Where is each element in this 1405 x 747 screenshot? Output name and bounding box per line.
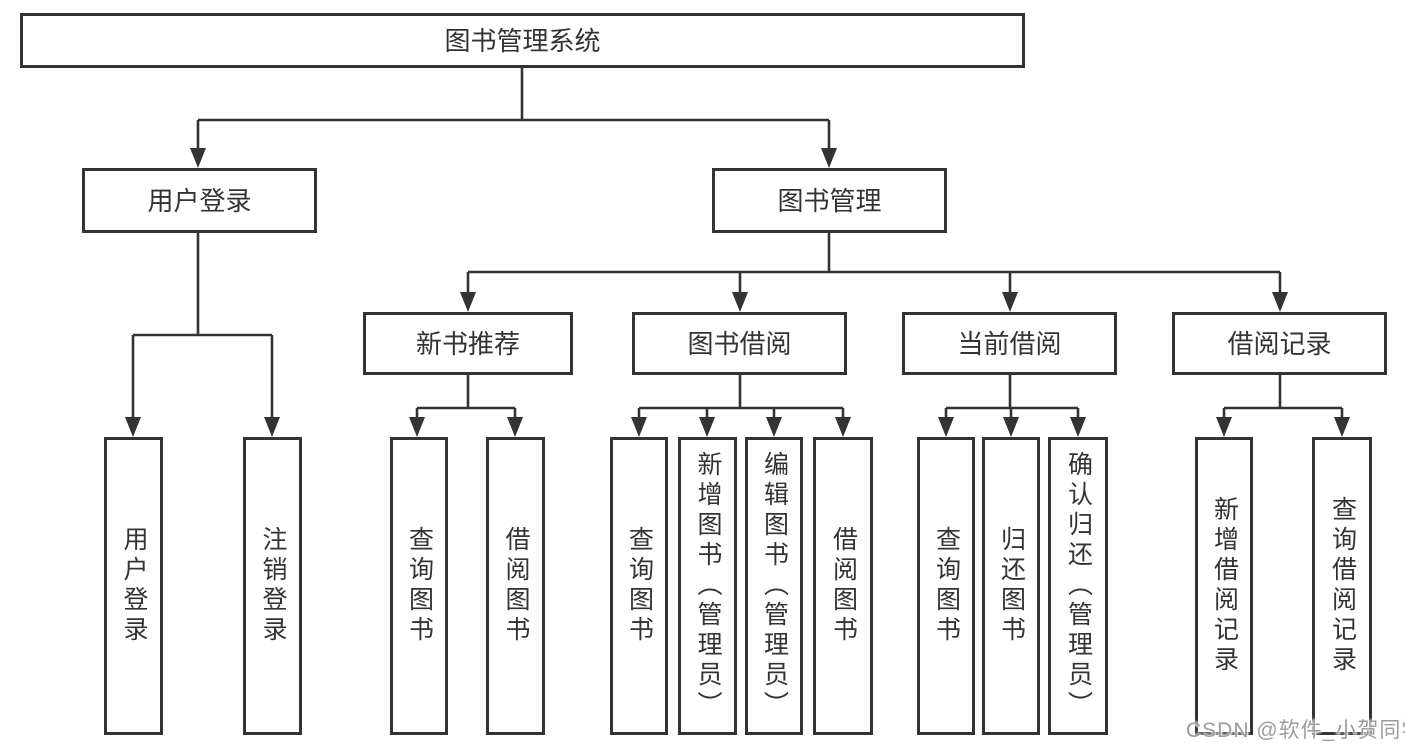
- leaf-cb-query-book: 查询图书: [917, 437, 975, 735]
- leaf-cb-confirm-return-admin-label: 确认归还（管理员）: [1064, 451, 1093, 721]
- csdn-watermark: CSDN @软件_小贺同学: [1186, 719, 1405, 742]
- leaf-cb-query-book-label: 查询图书: [932, 526, 961, 646]
- leaf-br-add-record: 新增借阅记录: [1195, 437, 1253, 735]
- node-book-borrow: 图书借阅: [632, 312, 847, 375]
- leaf-bb-edit-book-admin-label: 编辑图书（管理员）: [760, 451, 789, 721]
- leaf-rec-query-book-label: 查询图书: [405, 526, 434, 646]
- leaf-user-login: 用户登录: [104, 437, 163, 735]
- leaf-cb-return-book-label: 归还图书: [997, 526, 1026, 646]
- arrowheads: [125, 148, 1350, 437]
- node-book-borrow-label: 图书借阅: [687, 328, 792, 359]
- leaf-rec-borrow-book: 借阅图书: [486, 437, 545, 735]
- node-book-management-label: 图书管理: [777, 185, 882, 216]
- node-current-borrow-label: 当前借阅: [957, 328, 1062, 359]
- leaf-user-login-label: 用户登录: [120, 526, 148, 646]
- leaf-rec-borrow-book-label: 借阅图书: [502, 526, 530, 646]
- node-borrow-records-label: 借阅记录: [1227, 328, 1332, 359]
- node-user-login: 用户登录: [82, 168, 317, 233]
- node-new-book-recommend: 新书推荐: [363, 312, 573, 375]
- leaf-cb-confirm-return-admin: 确认归还（管理员）: [1048, 437, 1108, 735]
- leaf-br-query-record: 查询借阅记录: [1312, 437, 1372, 735]
- node-root-label: 图书管理系统: [444, 25, 601, 56]
- leaf-bb-query-book-label: 查询图书: [625, 526, 654, 646]
- leaf-rec-query-book: 查询图书: [390, 437, 448, 735]
- leaf-br-query-record-label: 查询借阅记录: [1328, 496, 1357, 676]
- leaf-logout: 注销登录: [243, 437, 302, 735]
- leaf-cb-return-book: 归还图书: [982, 437, 1040, 735]
- node-book-management: 图书管理: [712, 168, 947, 233]
- node-current-borrow: 当前借阅: [902, 312, 1117, 375]
- leaf-br-add-record-label: 新增借阅记录: [1210, 496, 1239, 676]
- node-borrow-records: 借阅记录: [1172, 312, 1387, 375]
- node-root: 图书管理系统: [20, 13, 1025, 68]
- node-user-login-label: 用户登录: [147, 185, 252, 216]
- leaf-bb-edit-book-admin: 编辑图书（管理员）: [745, 437, 803, 735]
- node-new-book-recommend-label: 新书推荐: [415, 328, 520, 359]
- leaf-bb-add-book-admin: 新增图书（管理员）: [678, 437, 737, 735]
- leaf-bb-add-book-admin-label: 新增图书（管理员）: [694, 451, 722, 721]
- leaf-bb-borrow-book-label: 借阅图书: [829, 526, 858, 646]
- leaf-bb-query-book: 查询图书: [610, 437, 668, 735]
- leaf-bb-borrow-book: 借阅图书: [813, 437, 873, 735]
- leaf-logout-label: 注销登录: [259, 526, 287, 646]
